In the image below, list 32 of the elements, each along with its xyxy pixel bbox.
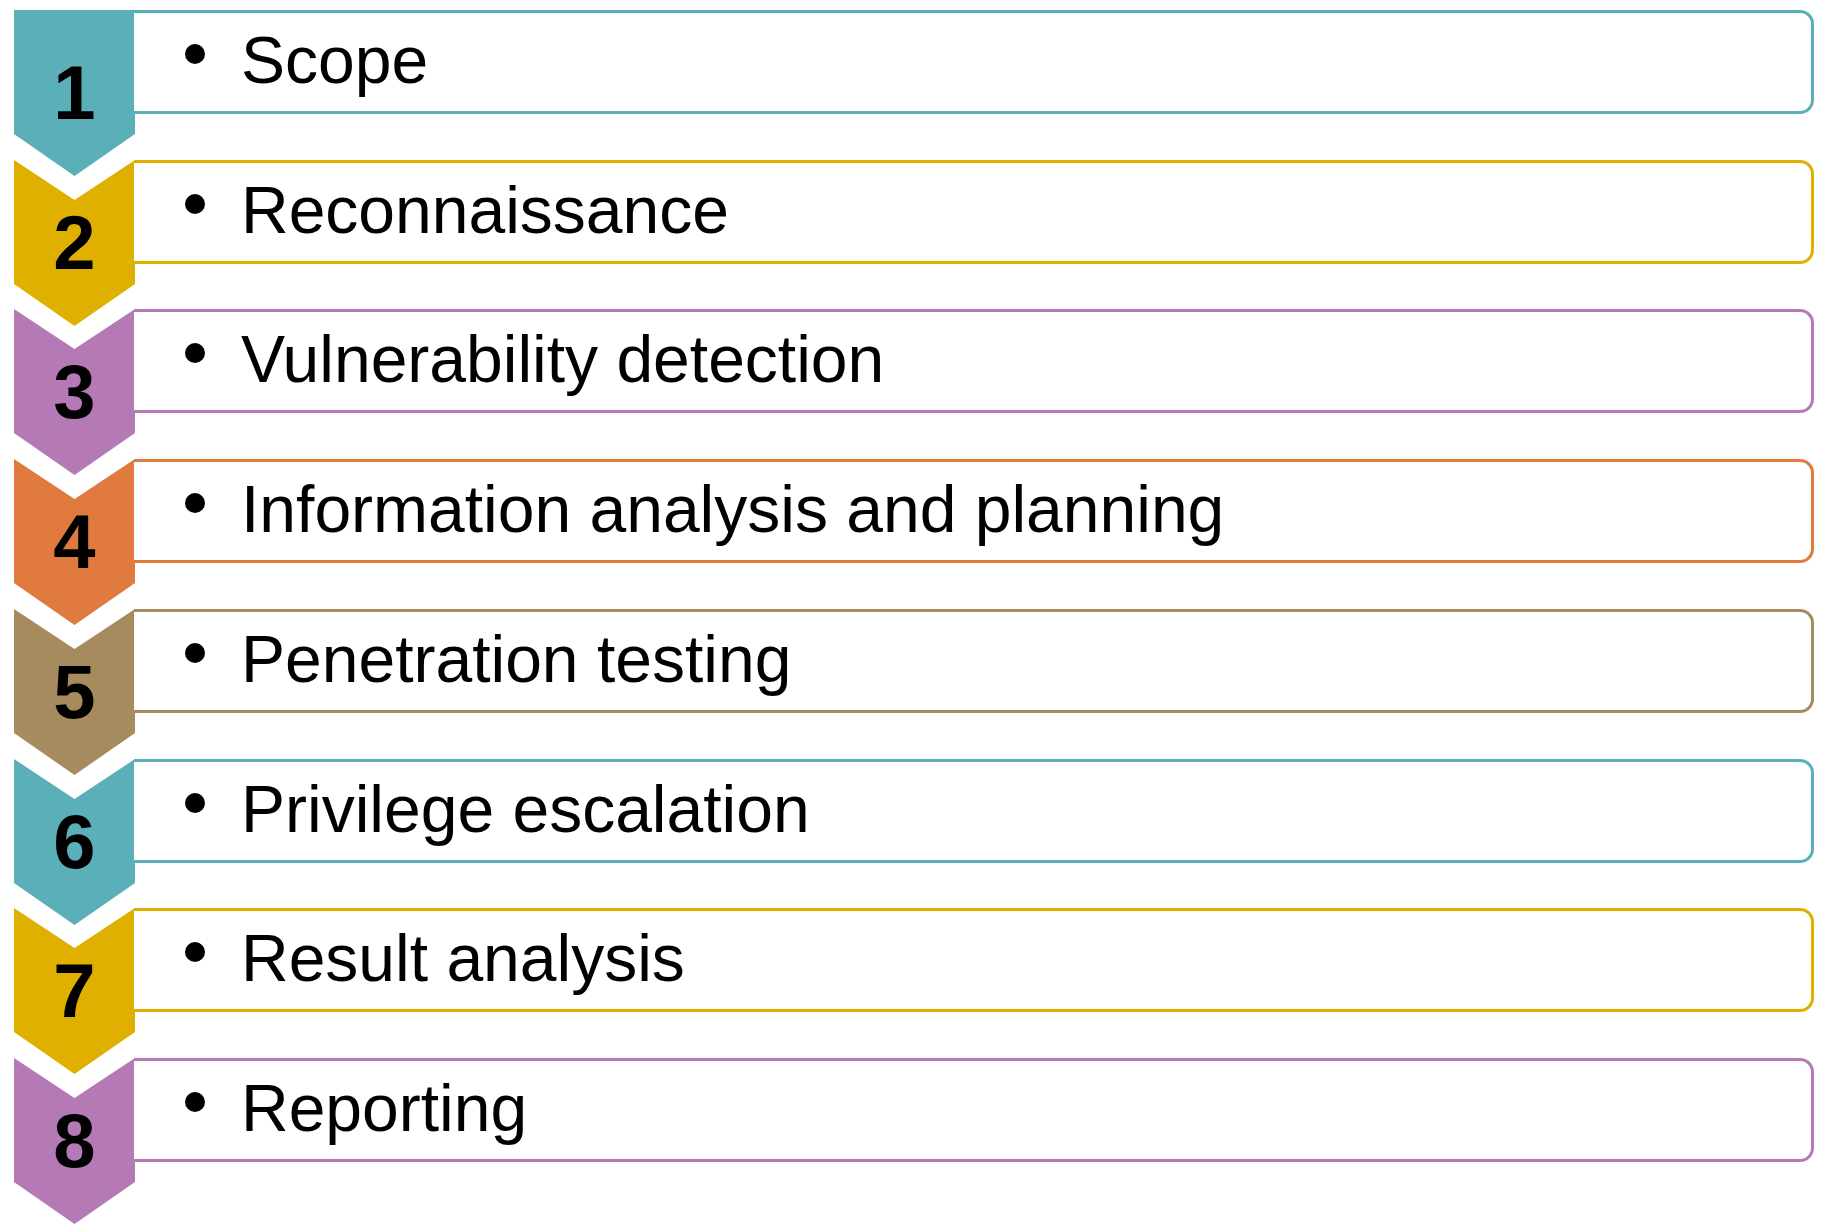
- step-number: 4: [52, 498, 97, 587]
- step-box: [134, 908, 1814, 1013]
- step-label: Information analysis and planning: [241, 471, 1225, 549]
- step-number: 7: [52, 947, 97, 1036]
- step-box: [134, 10, 1814, 114]
- step-label: Vulnerability detection: [241, 321, 885, 399]
- step-number: 5: [52, 647, 97, 736]
- step-label: Reconnaissance: [241, 171, 729, 249]
- chevron-shape: [14, 159, 135, 326]
- step-box: [134, 159, 1814, 264]
- chevron-shape: [14, 309, 135, 476]
- chevron-shape: [14, 608, 135, 775]
- step-number: 8: [52, 1096, 97, 1185]
- step-number: 6: [52, 797, 97, 886]
- step-label: Penetration testing: [241, 620, 792, 698]
- step-number: 1: [52, 49, 97, 137]
- step-box: [134, 459, 1814, 564]
- chevron-shape: [14, 758, 135, 925]
- step-number: 3: [52, 348, 97, 437]
- chevron-shape: [14, 10, 135, 176]
- step-box: [134, 608, 1814, 713]
- step-box: [134, 1057, 1814, 1162]
- step-label: Reporting: [241, 1069, 528, 1147]
- step-label: Privilege escalation: [241, 770, 810, 848]
- chevron-shape: [14, 459, 135, 626]
- step-box: [134, 309, 1814, 414]
- step-box: [134, 758, 1814, 863]
- step-label: Scope: [241, 22, 429, 99]
- chevron-shape: [14, 1057, 135, 1224]
- step-number: 2: [52, 198, 97, 287]
- chevron-shape: [14, 908, 135, 1075]
- step-label: Result analysis: [241, 920, 685, 998]
